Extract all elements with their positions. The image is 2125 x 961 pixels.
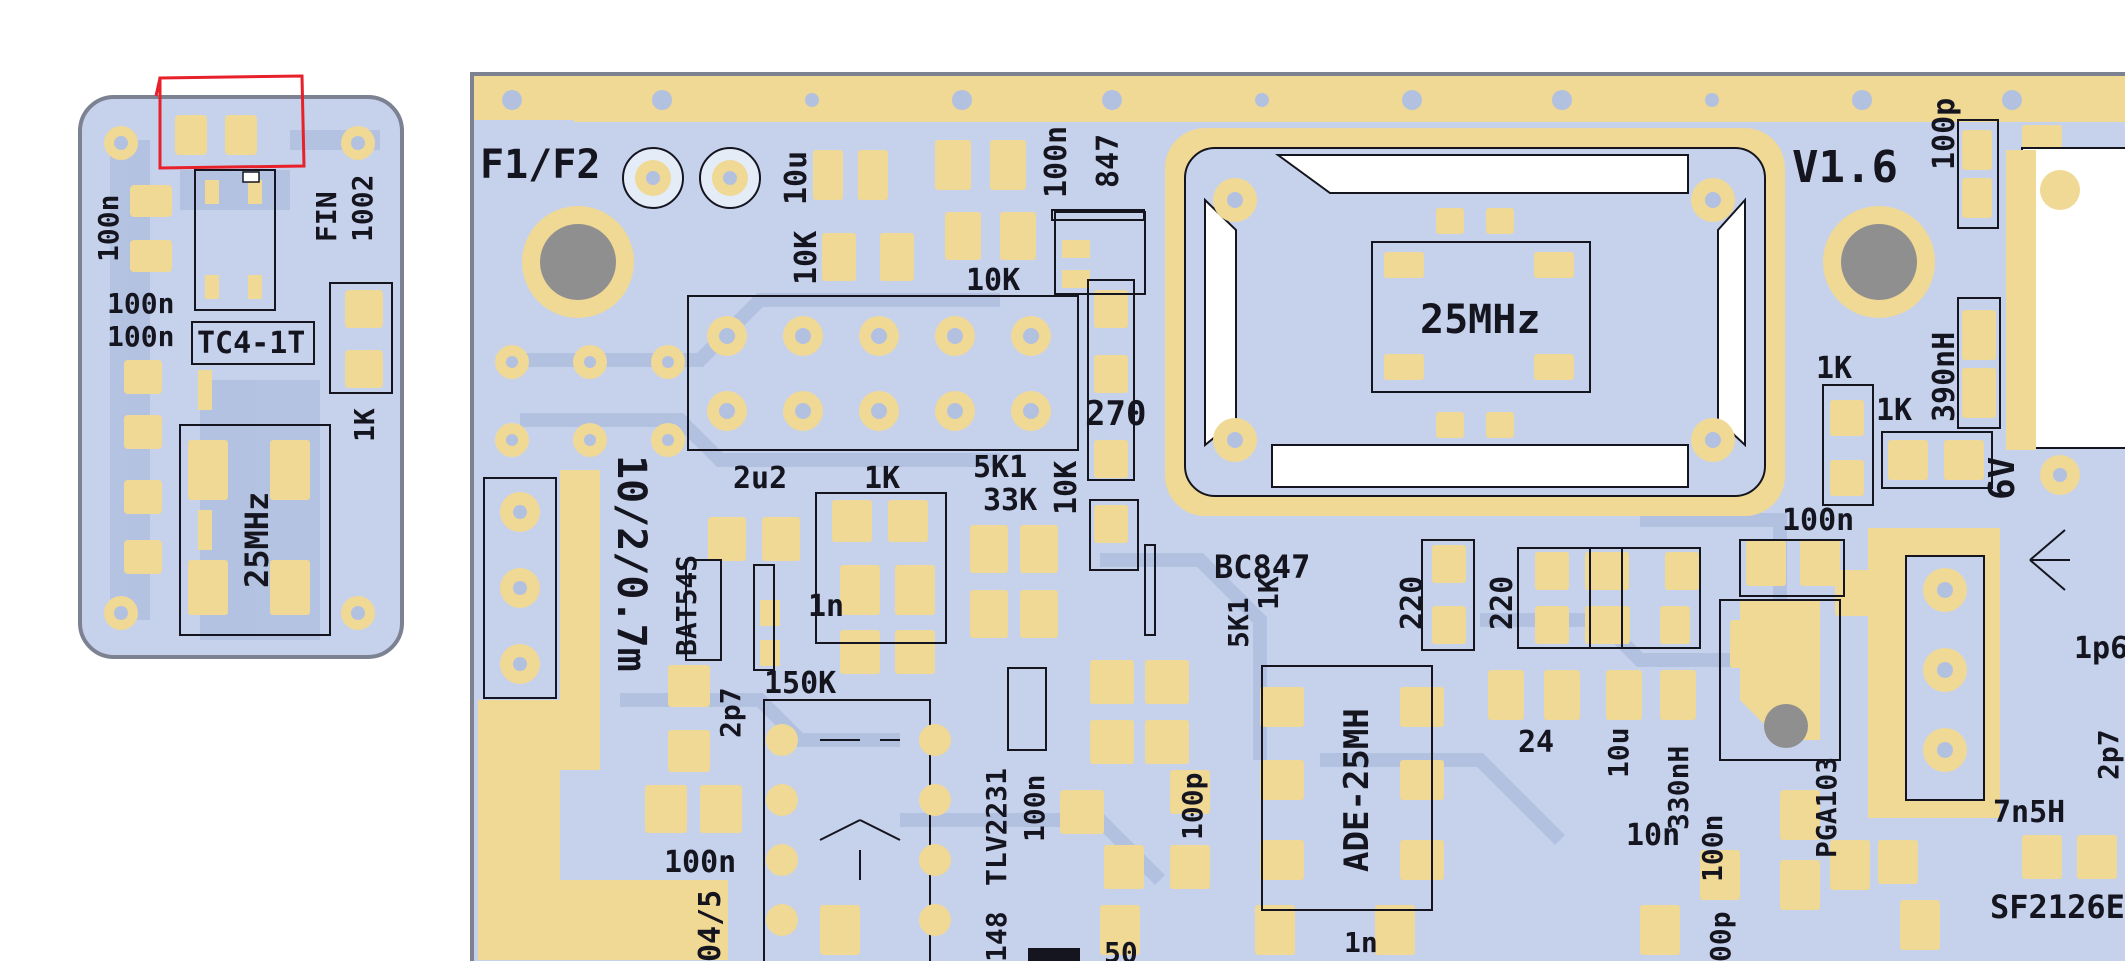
label-version-date: 10/2/0.7m (608, 455, 654, 672)
label-diode: BAT54S (670, 555, 703, 656)
small-crystal-label: 25MHz (238, 492, 276, 588)
highlight-box (154, 74, 306, 170)
label-c2u2: 2u2 (733, 461, 787, 496)
label-c100n-v: 100n (1696, 815, 1729, 882)
label-amp: PGA103 (1810, 757, 1843, 858)
label-c100p-mid: 100p (1176, 773, 1209, 840)
label-r1k-r2: 1K (1876, 393, 1912, 428)
label-l330: 330nH (1662, 746, 1695, 830)
label-r5k1-v: 5K1 (1222, 597, 1255, 648)
label-c100n-top: 100n (1039, 126, 1074, 198)
small-cap3-label: 100n (107, 320, 174, 353)
label-l7n5: 7n5H (1993, 795, 2065, 830)
label-c100n-op: 100n (1018, 775, 1051, 842)
label-c10u-v: 10u (1602, 727, 1635, 778)
label-c100n-l: 100n (664, 845, 736, 880)
label-c-bot5: 50 (1104, 936, 1138, 961)
label-c100n-right: 100n (1782, 503, 1854, 538)
small-res-label: 1K (348, 408, 381, 442)
label-c2p7: 2p7 (714, 687, 747, 738)
label-ic-num: 04/5 (693, 890, 728, 961)
label-l390: 390nH (1927, 332, 1962, 422)
label-r5k1: 5K1 (973, 450, 1027, 485)
label-6v: 6V (1982, 457, 2023, 500)
label-c10u: 10u (779, 151, 814, 205)
label-r33k: 33K (983, 483, 1037, 518)
label-c00p: 00p (1704, 911, 1737, 961)
label-c1n-bot: 1n (1344, 926, 1378, 959)
small-fin-label: FIN (310, 191, 343, 242)
label-r24: 24 (1518, 725, 1554, 760)
label-conn: F1/F2 (480, 142, 600, 188)
label-version: V1.6 (1792, 142, 1898, 193)
label-r1k-r1: 1K (1816, 351, 1852, 386)
label-opamp: TLV2231 (980, 768, 1013, 886)
label-r10k-b: 10K (966, 263, 1020, 298)
small-board: 100n 100n 100n FIN 1002 TC4-1T 25MHz 1K (78, 74, 404, 659)
label-r220-a: 220 (1395, 576, 1430, 630)
main-board: F1/F2 10u 100n 847 10K 10K 25MHz V1.6 10… (470, 72, 2125, 961)
label-ic-148: 148 (980, 911, 1013, 961)
small-fin-number: 1002 (346, 175, 379, 242)
label-c2p7-r: 2p7 (2092, 729, 2125, 780)
label-r270: 270 (1085, 394, 1146, 434)
label-c100p-top: 100p (1927, 98, 1962, 170)
label-r10k-v: 10K (1049, 461, 1084, 515)
label-transistor: BC847 (1214, 548, 1310, 586)
label-r150k: 150K (764, 666, 836, 701)
label-r220-b: 220 (1485, 576, 1520, 630)
label-r10k-a: 10K (789, 231, 824, 285)
label-c1n: 1n (808, 589, 844, 624)
label-q847: 847 (1091, 134, 1126, 188)
small-cap2-label: 100n (107, 287, 174, 320)
label-c10n: 10n (1626, 818, 1680, 853)
label-r1k-v: 1K (1252, 576, 1285, 610)
label-r1k-mid: 1K (864, 461, 900, 496)
small-cap1-label: 100n (92, 195, 125, 262)
small-transformer-label: TC4-1T (197, 326, 305, 361)
label-mixer: ADE-25MH (1337, 708, 1377, 872)
label-filter: SF2126E (1990, 888, 2125, 926)
label-c1p6: 1p6 (2074, 631, 2125, 666)
label-crystal: 25MHz (1420, 297, 1540, 343)
